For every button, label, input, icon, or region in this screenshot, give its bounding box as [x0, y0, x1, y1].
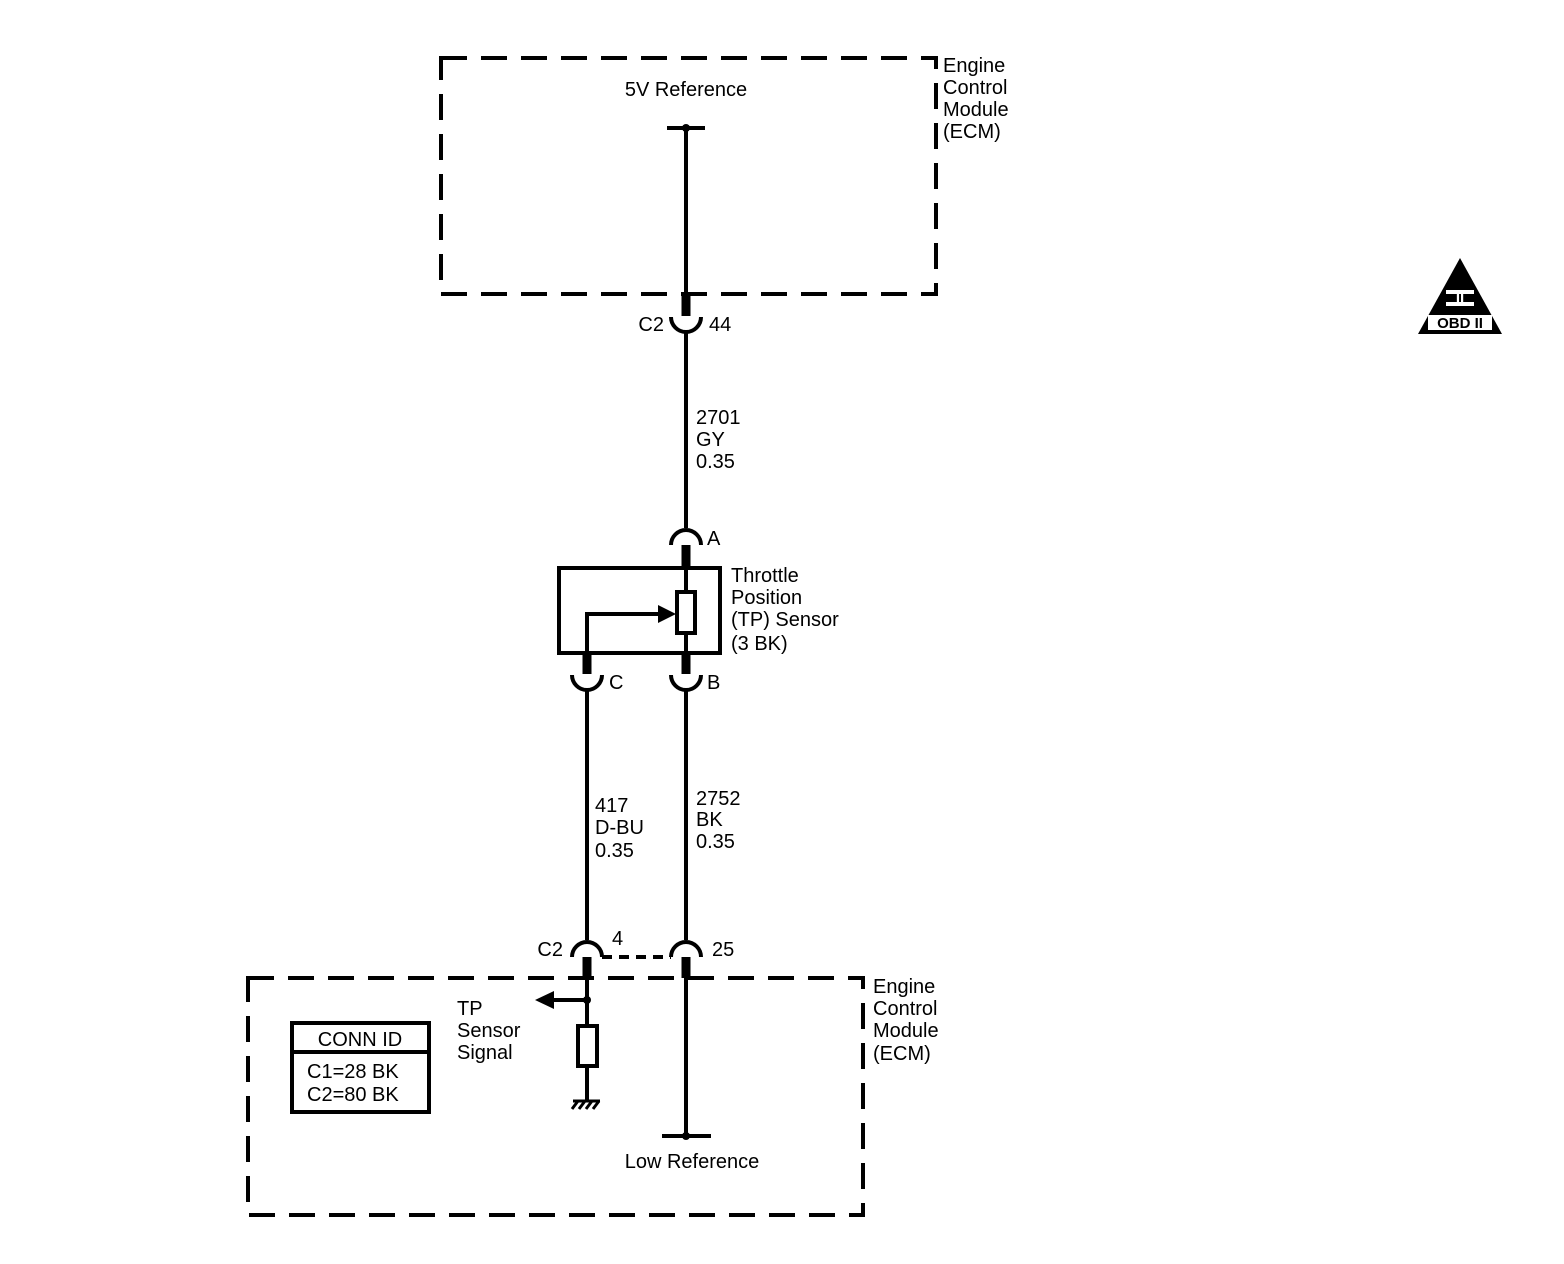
connector-c2-pin-4: [570, 940, 604, 958]
wire-417-color: D-BU: [595, 817, 644, 839]
wire-2752-bk: 2752 BK 0.35: [684, 690, 741, 940]
tp-signal-label-line-2: Sensor: [457, 1020, 521, 1042]
obd-ii-text: OBD II: [1437, 315, 1483, 332]
tp-sensor-wiper-arrow: [658, 605, 676, 623]
tp-sensor-pin-c-label: C: [609, 672, 623, 694]
conn-id-row: C2=80 BK: [307, 1084, 399, 1106]
obd-ii-badge: II OBD II: [1418, 258, 1502, 334]
connector-c2-top-pin: 44: [709, 314, 731, 336]
conn-id-row: C1=28 BK: [307, 1061, 399, 1083]
wire-2752-size: 0.35: [696, 831, 735, 853]
tp-sensor-resistor: [675, 590, 697, 635]
tp-signal-label-line-1: TP: [457, 998, 483, 1020]
tp-sensor-label-line-2: Position: [731, 587, 802, 609]
connector-c2-top-name: C2: [638, 314, 664, 336]
bottom-ecm-label-line-4: (ECM): [873, 1043, 931, 1065]
tp-sensor-label-line-1: Throttle: [731, 565, 799, 587]
connector-c2-bottom-name: C2: [537, 939, 563, 961]
signal-arrow: [535, 991, 554, 1009]
tp-sensor-pin-b-label: B: [707, 672, 720, 694]
tp-signal-label-line-3: Signal: [457, 1042, 513, 1064]
five-volt-reference-label: 5V Reference: [625, 79, 747, 101]
chassis-ground-icon: [570, 1099, 601, 1110]
wire-417-circuit: 417: [595, 795, 628, 817]
connector-c2-pin-25: [669, 940, 703, 958]
tp-sensor-pin-a-label: A: [707, 528, 721, 550]
low-reference-label: Low Reference: [625, 1151, 760, 1173]
wire-2701-size: 0.35: [696, 451, 735, 473]
low-reference-junction: [682, 1132, 690, 1140]
wire-2701-color: GY: [696, 429, 725, 451]
pull-down-resistor: [576, 1024, 599, 1068]
connector-c2-bottom: C2 4 25: [537, 928, 734, 978]
tp-sensor-label-line-3: (TP) Sensor: [731, 609, 839, 631]
tp-sensor-pin-c: [570, 674, 604, 692]
wire-2701-gy: C2 44 2701 GY 0.35: [638, 128, 741, 528]
wire-2752-circuit: 2752: [696, 788, 741, 810]
bottom-ecm-label-line-1: Engine: [873, 976, 935, 998]
conn-id-table: CONN ID C1=28 BK C2=80 BK: [290, 1021, 431, 1114]
bottom-ecm-label-line-2: Control: [873, 998, 937, 1020]
connector-c2-pin-44: [669, 316, 703, 334]
obd-ii-symbol: II: [1456, 291, 1464, 308]
top-ecm-module: Engine Control Module (ECM) 5V Reference: [439, 55, 1009, 296]
tp-sensor-wiper: [585, 612, 662, 653]
wire-2701-circuit: 2701: [696, 407, 741, 429]
top-ecm-label-line-4: (ECM): [943, 121, 1001, 143]
tp-sensor-pin-a: [669, 528, 703, 546]
wire-2752-color: BK: [696, 809, 723, 831]
top-ecm-label-line-2: Control: [943, 77, 1007, 99]
top-ecm-label-line-1: Engine: [943, 55, 1005, 77]
bottom-ecm-label-line-3: Module: [873, 1020, 939, 1042]
tp-sensor-pin-b: [669, 674, 703, 692]
tp-sensor: A Throttle Position (TP) Sensor (3 BK) C…: [557, 528, 839, 694]
conn-id-header: CONN ID: [318, 1029, 402, 1051]
tp-sensor-body: [557, 566, 722, 655]
wire-417-size: 0.35: [595, 840, 634, 862]
connector-c2-bottom-pin-4: 4: [612, 928, 623, 950]
connector-c2-bottom-pin-25: 25: [712, 939, 734, 961]
wire-417-d-bu: 417 D-BU 0.35: [585, 690, 644, 940]
tp-sensor-label-line-4: (3 BK): [731, 633, 788, 655]
top-ecm-label-line-3: Module: [943, 99, 1009, 121]
bottom-ecm-module: Engine Control Module (ECM) TP Sensor Si…: [246, 976, 939, 1217]
